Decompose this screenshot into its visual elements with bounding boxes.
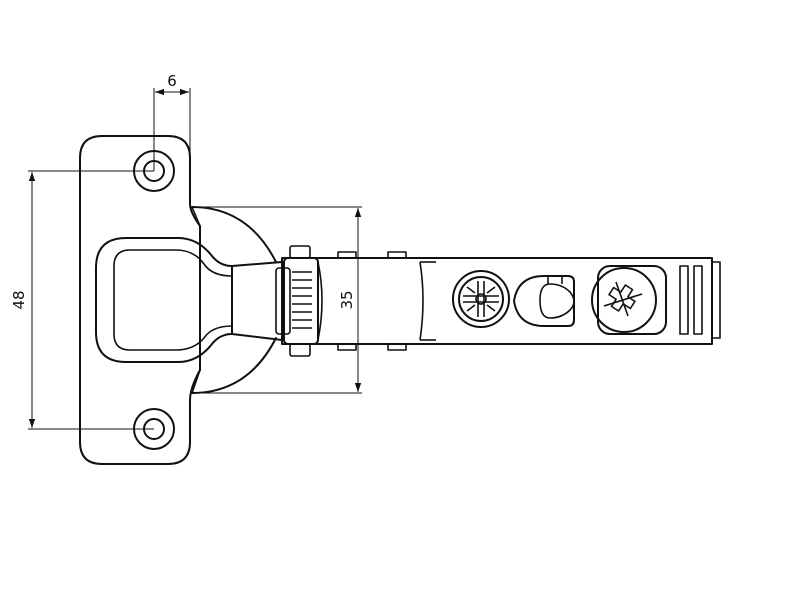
dimension-label-hole-spacing: 48 <box>10 290 28 309</box>
hinge-knuckle <box>275 245 323 357</box>
dimension-cup-diameter: 35 <box>200 206 362 394</box>
plate-raised-boss <box>95 237 233 363</box>
phillips-screw-icon <box>591 265 667 335</box>
dimension-label-cup-diameter: 35 <box>338 290 356 309</box>
hinge-arm <box>231 251 721 351</box>
arm-end-slots <box>679 265 703 335</box>
dimension-label-hole-offset: 6 <box>167 72 177 90</box>
cross-screw-icon <box>452 270 510 328</box>
dimension-hole-offset: 6 <box>153 72 191 172</box>
hinge-cup <box>191 206 277 394</box>
mounting-plate <box>79 135 233 465</box>
dimension-hole-spacing: 48 <box>10 170 154 430</box>
cam-adjuster <box>513 275 575 327</box>
